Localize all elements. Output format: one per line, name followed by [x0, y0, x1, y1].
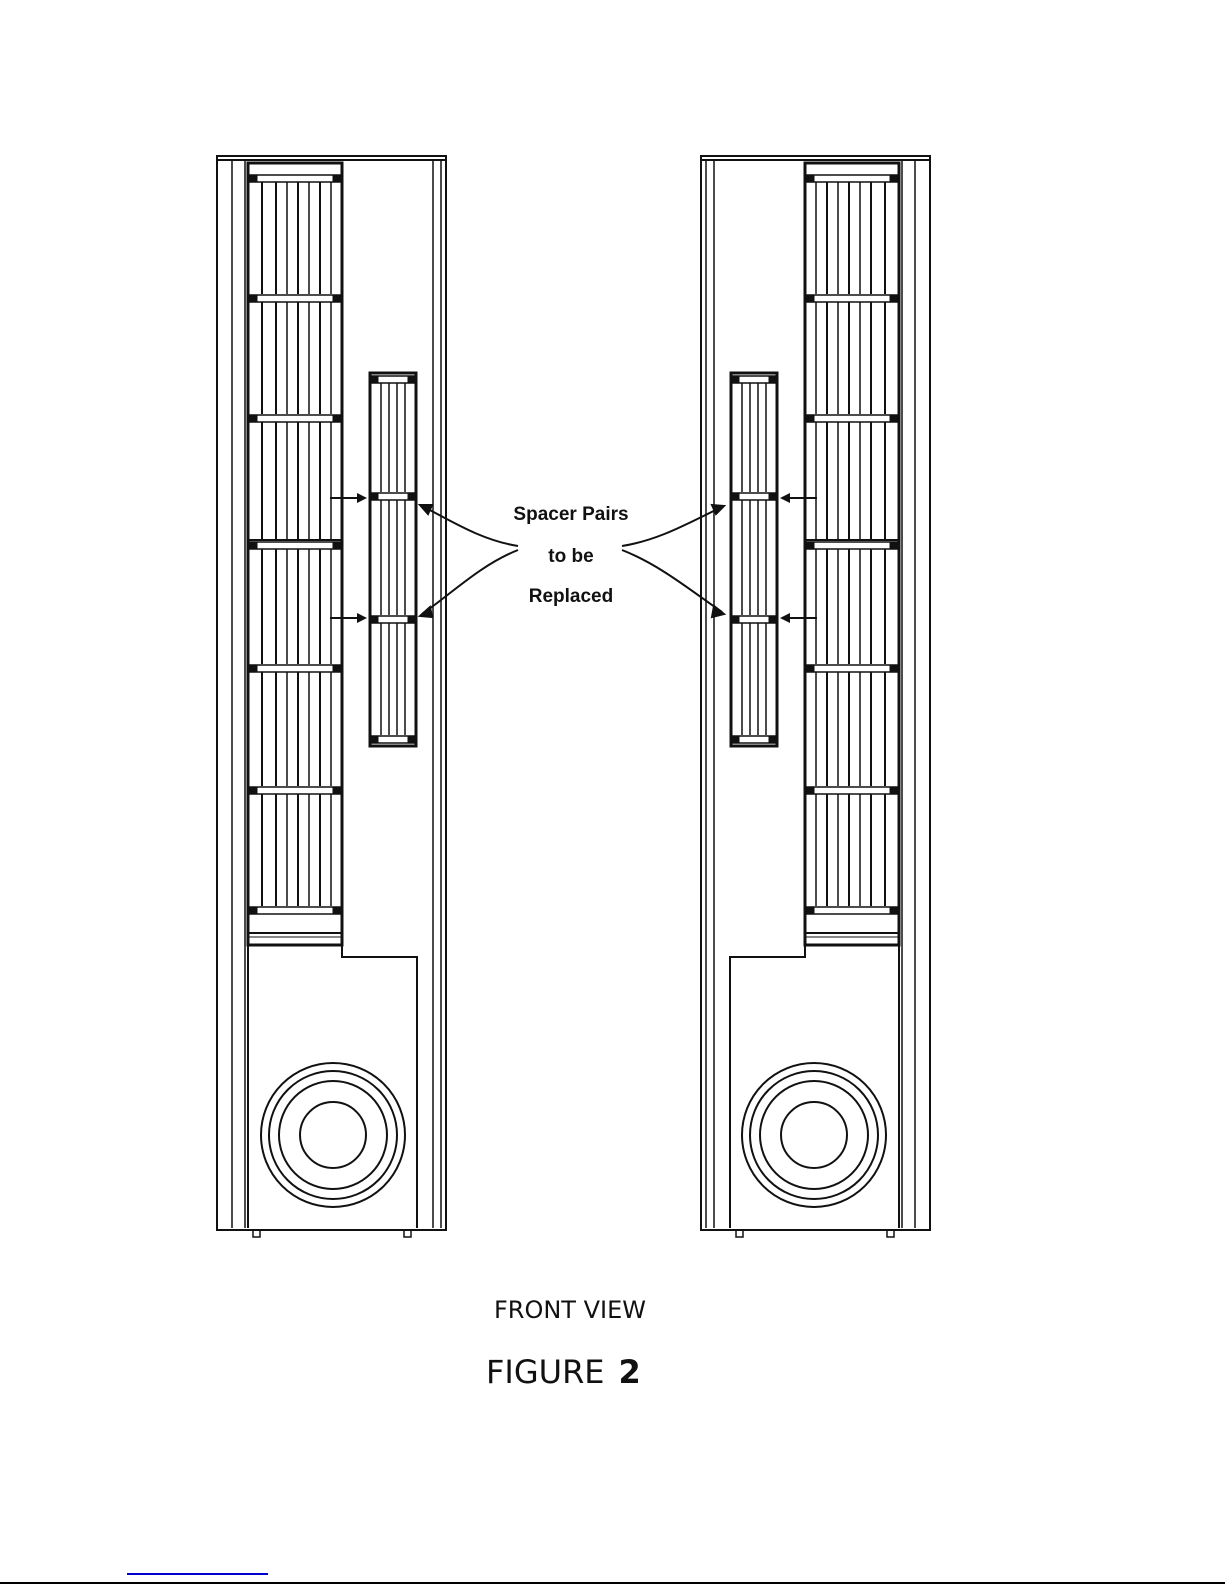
- spacer-end: [732, 615, 740, 624]
- spacer-end: [332, 174, 341, 183]
- woofer-ring: [278, 1080, 388, 1190]
- spacer-end: [732, 735, 740, 744]
- foot: [403, 1229, 412, 1238]
- figure-number: 2: [619, 1353, 641, 1391]
- callout-line-3: Replaced: [529, 586, 613, 607]
- woofer-ring: [268, 1070, 398, 1200]
- spacer-end: [889, 174, 898, 183]
- spacer-bar: [806, 906, 898, 915]
- spacer-end: [249, 414, 258, 423]
- spacer-end: [732, 375, 740, 384]
- curved-arrow-right-upper: [621, 506, 723, 547]
- spacer-end: [407, 375, 415, 384]
- spacer-bar: [249, 174, 341, 183]
- spacer-bar: [249, 664, 341, 673]
- curved-arrow-right-lower: [621, 549, 723, 613]
- view-label: FRONT VIEW: [494, 1296, 646, 1324]
- spacer-bar: [806, 541, 898, 550]
- curved-arrow-left-upper: [421, 505, 519, 547]
- spacer-end: [768, 735, 776, 744]
- spacer-end: [806, 174, 815, 183]
- callout-line-1: Spacer Pairs: [513, 504, 628, 525]
- woofer-ring: [759, 1080, 869, 1190]
- curved-arrow-left-lower: [421, 549, 519, 615]
- spacer-end: [806, 414, 815, 423]
- spacer-bar: [806, 664, 898, 673]
- spacer-bar: [249, 906, 341, 915]
- spacer-end: [806, 786, 815, 795]
- spacer-bar: [806, 174, 898, 183]
- spacer-arrow-head: [780, 493, 790, 503]
- spacer-end: [249, 664, 258, 673]
- spacer-end: [332, 786, 341, 795]
- spacer-bar: [249, 786, 341, 795]
- spacer-end: [371, 615, 379, 624]
- spacer-end: [371, 735, 379, 744]
- spacer-end: [249, 174, 258, 183]
- woofer-panel-outline: [729, 945, 900, 1228]
- ribbon-column-frame: [246, 161, 344, 947]
- spacer-end: [889, 414, 898, 423]
- spacer-end: [889, 664, 898, 673]
- spacer-end: [407, 615, 415, 624]
- spacer-bar: [806, 294, 898, 303]
- woofer-ring: [741, 1062, 887, 1208]
- spacer-arrow-head: [357, 613, 367, 623]
- spacer-end: [332, 541, 341, 550]
- spacer-bar: [249, 294, 341, 303]
- spacer-end: [768, 615, 776, 624]
- spacer-end: [768, 492, 776, 501]
- midrange-column-frame: [368, 371, 418, 748]
- foot: [886, 1229, 895, 1238]
- foot: [252, 1229, 261, 1238]
- spacer-end: [249, 786, 258, 795]
- spacer-bar: [806, 786, 898, 795]
- spacer-end: [249, 294, 258, 303]
- spacer-end: [889, 541, 898, 550]
- cabinet-outline: [216, 155, 447, 1231]
- spacer-end: [806, 541, 815, 550]
- callout-line-2: to be: [548, 546, 593, 567]
- spacer-end: [249, 906, 258, 915]
- spacer-end: [332, 294, 341, 303]
- spacer-end: [407, 735, 415, 744]
- figure-label: FIGURE 2: [486, 1353, 641, 1391]
- ribbon-column-frame: [803, 161, 901, 947]
- woofer-ring: [749, 1070, 879, 1200]
- woofer-ring: [780, 1101, 848, 1169]
- spacer-end: [732, 492, 740, 501]
- woofer-ring: [299, 1101, 367, 1169]
- cabinet-outline: [700, 155, 931, 1231]
- page-bottom-rule: [0, 1582, 1225, 1584]
- callout-arrows: [417, 503, 727, 619]
- spacer-end: [371, 375, 379, 384]
- spacer-end: [332, 906, 341, 915]
- foot: [735, 1229, 744, 1238]
- spacer-end: [407, 492, 415, 501]
- spacer-end: [806, 664, 815, 673]
- spacer-end: [371, 492, 379, 501]
- link-underline[interactable]: [127, 1573, 268, 1575]
- spacer-end: [332, 664, 341, 673]
- spacer-end: [806, 906, 815, 915]
- midrange-column-frame: [729, 371, 779, 748]
- spacer-arrow-head: [357, 493, 367, 503]
- spacer-end: [889, 786, 898, 795]
- figure-word: FIGURE: [486, 1353, 605, 1391]
- woofer-panel-outline: [247, 945, 418, 1228]
- spacer-end: [768, 375, 776, 384]
- spacer-bar: [249, 541, 341, 550]
- speaker-left: [216, 155, 447, 1238]
- woofer-ring: [260, 1062, 406, 1208]
- spacer-arrow-head: [780, 613, 790, 623]
- spacer-bar: [249, 414, 341, 423]
- spacer-bar: [806, 414, 898, 423]
- spacer-end: [249, 541, 258, 550]
- spacer-end: [889, 294, 898, 303]
- spacer-end: [889, 906, 898, 915]
- speaker-right: [700, 155, 931, 1238]
- spacer-end: [806, 294, 815, 303]
- spacer-end: [332, 414, 341, 423]
